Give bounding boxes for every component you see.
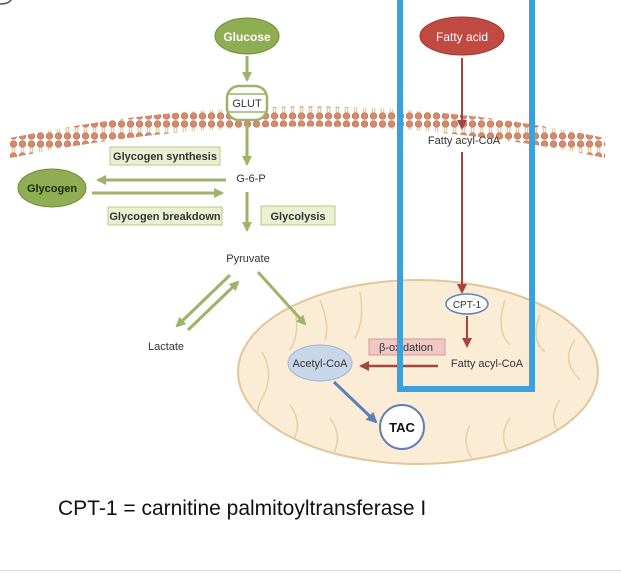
glycogen-breakdown-box: Glycogen breakdown [107, 206, 223, 226]
glut-label: GLUT [232, 98, 262, 110]
glycogen-synthesis-label: Glycogen synthesis [113, 151, 217, 163]
bottom-divider [0, 570, 621, 571]
fatty-acyl-coa-top-label: Fatty acyl-CoA [428, 135, 501, 147]
glucose-node: Glucose [214, 17, 280, 55]
glycogen-node: Glycogen [17, 168, 87, 208]
glycogen-breakdown-label: Glycogen breakdown [109, 211, 221, 223]
glycogen-label: Glycogen [27, 183, 77, 195]
lactate-label: Lactate [148, 341, 184, 353]
mitochondrion [237, 279, 599, 465]
cpt1-node: CPT-1 [445, 293, 489, 315]
corner-mark [0, 0, 12, 5]
highlight-box [397, 0, 535, 392]
beta-oxidation-label: β-oxidation [379, 342, 433, 354]
arrow-acetylcoa-tac [332, 380, 378, 424]
acetyl-coa-label: Acetyl-CoA [292, 358, 348, 370]
fatty-acid-label: Fatty acid [436, 30, 488, 44]
cpt1-label: CPT-1 [453, 300, 482, 311]
glucose-label: Glucose [223, 30, 271, 44]
fatty-acid-node: Fatty acid [419, 16, 505, 56]
arrow-pyruvate-acetylcoa [256, 270, 307, 326]
acetyl-coa-node: Acetyl-CoA [287, 344, 353, 382]
arrow-lactate-pyruvate [186, 280, 240, 332]
tac-label: TAC [389, 420, 415, 435]
beta-oxidation-box: β-oxidation [368, 338, 446, 356]
glycolysis-box: Glycolysis [260, 205, 336, 226]
arrow-pyruvate-lactate [175, 273, 232, 328]
glut-transporter: GLUT [225, 84, 269, 122]
tac-node: TAC [379, 404, 425, 450]
fatty-acyl-coa-mito-label: Fatty acyl-CoA [451, 358, 524, 370]
glycolysis-label: Glycolysis [270, 211, 325, 223]
g6p-label: G-6-P [236, 173, 265, 185]
glycogen-synthesis-box: Glycogen synthesis [109, 146, 221, 166]
caption: CPT-1 = carnitine palmitoyltransferase I [58, 497, 427, 520]
cell-membrane [10, 106, 605, 158]
pyruvate-label: Pyruvate [226, 253, 269, 265]
